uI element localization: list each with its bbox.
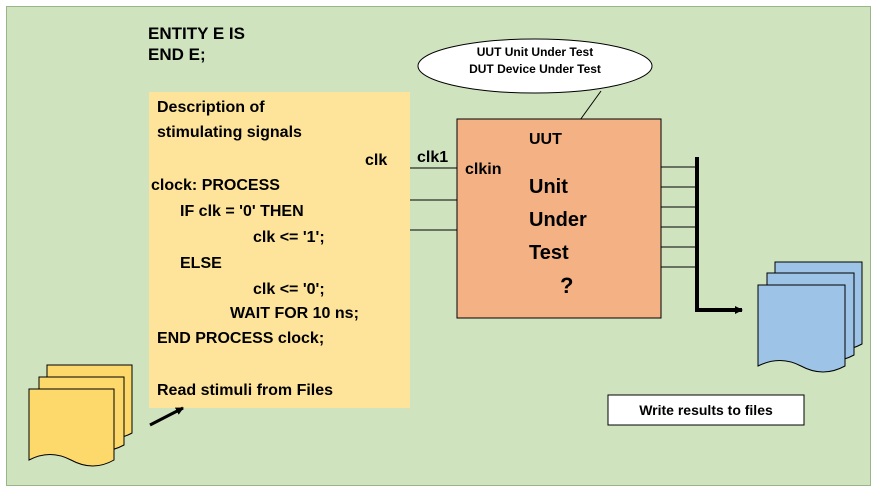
uut-body-line-3: Test bbox=[529, 242, 569, 264]
uut-title: UUT bbox=[529, 131, 562, 148]
code-line: END PROCESS clock; bbox=[157, 330, 325, 347]
code-line: clock: PROCESS bbox=[151, 177, 280, 194]
callout-line-2: DUT Device Under Test bbox=[469, 62, 601, 76]
code-line: clk <= '1'; bbox=[253, 229, 325, 246]
entity-line-1: ENTITY E IS bbox=[148, 24, 245, 43]
uut-port-label: clkin bbox=[465, 161, 502, 178]
output-files-icon bbox=[757, 261, 863, 373]
uut-question-mark: ? bbox=[560, 273, 574, 298]
input-files-icon bbox=[28, 364, 133, 467]
entity-line-2: END E; bbox=[148, 45, 206, 64]
uut-body-line-2: Under bbox=[529, 209, 587, 231]
uut-body-line-1: Unit bbox=[529, 176, 568, 198]
callout-line-1: UUT Unit Under Test bbox=[476, 45, 594, 59]
results-label: Write results to files bbox=[639, 402, 773, 418]
input-signal-lines bbox=[410, 167, 457, 231]
code-line: WAIT FOR 10 ns; bbox=[230, 305, 359, 322]
stimulus-signal-label: clk bbox=[365, 152, 388, 169]
uut-signal-label: clk1 bbox=[417, 149, 449, 166]
code-line: ELSE bbox=[180, 255, 222, 272]
output-signal-lines bbox=[661, 166, 697, 268]
read-stimuli-label: Read stimuli from Files bbox=[157, 382, 334, 399]
output-bus-arrow bbox=[695, 157, 743, 314]
stimulus-title-line-1: Description of bbox=[157, 99, 265, 116]
results-box bbox=[607, 394, 805, 426]
code-line: IF clk = '0' THEN bbox=[180, 203, 304, 220]
callout-ellipse bbox=[417, 38, 653, 94]
code-line: clk <= '0'; bbox=[253, 281, 325, 298]
uut-box bbox=[456, 118, 662, 319]
stimulus-title-line-2: stimulating signals bbox=[157, 124, 302, 141]
stimulus-box bbox=[149, 92, 410, 408]
input-arrow bbox=[149, 406, 184, 427]
